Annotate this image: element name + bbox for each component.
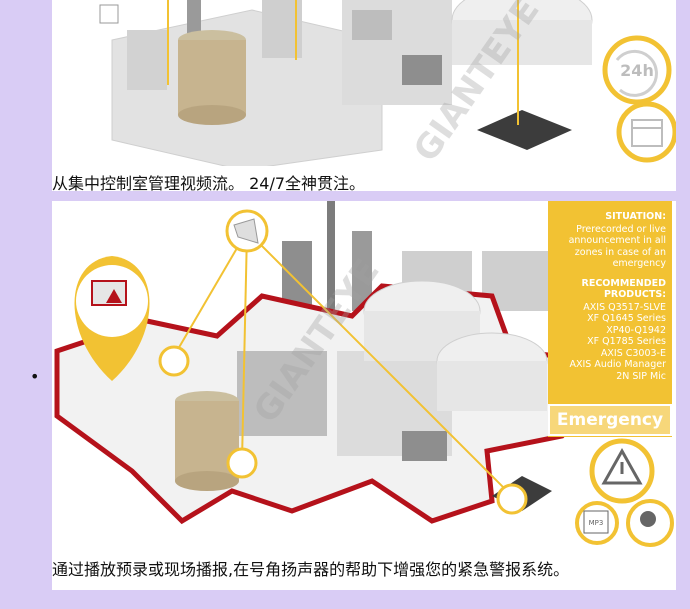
horn-speaker-icon	[225, 209, 269, 253]
badge-24h: 24h	[620, 61, 654, 80]
emergency-illustration: MP3 SITUATION: Prerecorded or live annou…	[52, 201, 676, 551]
left-margin	[0, 0, 52, 609]
map-pin-icon	[74, 256, 150, 381]
product-item: XF Q1785 Series	[587, 336, 666, 347]
emergency-banner: Emergency	[548, 404, 672, 436]
situation-line: zones in case of an	[574, 246, 666, 258]
mp3-icon	[575, 501, 619, 545]
plant-scene-2: MP3	[52, 201, 676, 551]
situation-panel: SITUATION: Prerecorded or live announcem…	[548, 201, 672, 437]
product-item: AXIS C3003-E	[600, 347, 666, 359]
situation-line: announcement in all	[568, 235, 666, 246]
caption-video-management: 从集中控制室管理视频流。 24/7全神贯注。	[52, 174, 366, 193]
situation-line: Prerecorded or live	[576, 223, 666, 235]
clock-24h-icon	[602, 35, 672, 105]
product-item: AXIS Audio Manager	[569, 359, 666, 370]
products-title: RECOMMENDED PRODUCTS:	[581, 277, 666, 301]
product-item: AXIS Q3517-SLVE	[583, 301, 666, 313]
speaking-head-icon	[626, 499, 674, 547]
plant-scene-1: 24h	[52, 0, 676, 166]
calendar-icon	[616, 101, 676, 163]
product-item: 2N SIP Mic	[616, 370, 666, 382]
mp3-label: MP3	[589, 519, 604, 527]
separator-band	[0, 191, 690, 201]
product-item: XP40-Q1942	[606, 324, 666, 336]
list-bullet: •	[30, 367, 40, 386]
caption-emergency-alert: 通过播放预录或现场播报,在号角扬声器的帮助下增强您的紧急警报系统。	[52, 560, 570, 579]
right-margin	[676, 0, 690, 609]
situation-line: emergency	[612, 258, 666, 269]
surveillance-illustration: 24h GIANTEYE	[52, 0, 676, 166]
warning-icon	[589, 438, 655, 504]
bottom-band	[0, 590, 690, 609]
situation-title: SITUATION:	[605, 211, 666, 222]
product-item: XF Q1645 Series	[587, 313, 666, 324]
